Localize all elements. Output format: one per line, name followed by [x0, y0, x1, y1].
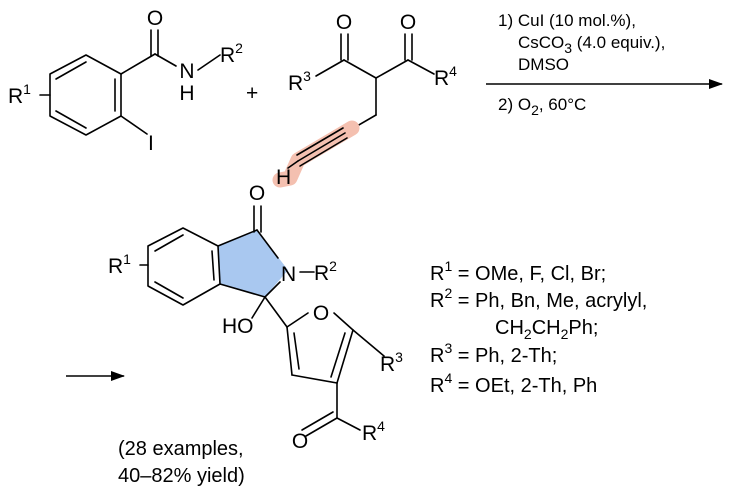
left-carbonyl-oxygen: O	[336, 11, 352, 34]
iodine-atom: I	[148, 132, 154, 155]
bond-alkyne-h	[287, 160, 299, 169]
bond-n-coh	[264, 281, 281, 298]
product-carbonyl-oxygen: O	[249, 182, 265, 205]
bond-coh-ring	[219, 283, 266, 298]
bond-ketone-o-a	[305, 417, 338, 437]
product-r3-label: R3	[380, 349, 403, 376]
r3-label: R3	[288, 68, 311, 95]
right-carbonyl-oxygen: O	[400, 11, 416, 34]
product-benzene-ring	[147, 227, 221, 306]
amide-nitrogen: N	[179, 60, 194, 83]
yield-note-line-2: 40–82% yield)	[118, 465, 245, 487]
amide-hydrogen: H	[179, 82, 194, 105]
yield-note: (28 examples, 40–82% yield)	[118, 438, 245, 487]
triple-bond	[296, 127, 348, 167]
bond-ring-co	[217, 229, 258, 247]
bond-ketone-o-b	[301, 411, 334, 431]
substituent-list: R1 = OMe, F, Cl, Br; R2 = Ph, Bn, Me, ac…	[430, 258, 647, 397]
bond-coh-ho	[251, 296, 266, 319]
substituent-r2-continued: CH2CH2Ph;	[495, 317, 598, 342]
bond-ch-c2	[375, 59, 409, 79]
terminal-alkyne-hydrogen: H	[276, 166, 291, 189]
r4-label: R4	[434, 63, 457, 90]
substituent-r2: R2 = Ph, Bn, Me, acrylyl,	[430, 285, 647, 312]
bond-ketone-r4	[336, 417, 361, 431]
product-r4-label: R4	[362, 418, 385, 445]
bond-ring-iodine	[120, 115, 148, 135]
substituent-r3: R3 = Ph, 2-Th;	[430, 340, 557, 367]
plus-sign: +	[246, 82, 258, 105]
bond-carbonyl-n	[154, 53, 177, 67]
bond-c2-r4	[407, 59, 435, 75]
condition-line-1: 1) CuI (10 mol.%),	[498, 11, 636, 30]
substituent-r4: R4 = OEt, 2-Th, Ph	[430, 370, 597, 397]
reaction-conditions: 1) CuI (10 mol.%), CsCO3 (4.0 equiv.), D…	[486, 11, 723, 118]
condition-line-3: DMSO	[518, 55, 569, 74]
r2-label: R2	[220, 40, 243, 67]
carbonyl-oxygen: O	[147, 7, 163, 30]
lactam-ring-highlight	[218, 230, 288, 297]
product-nitrogen: N	[281, 263, 296, 286]
reactant-alkynyl-diketone: O O R3 R4 H	[272, 11, 457, 189]
bond-c1-ch	[343, 59, 377, 79]
benzene-ring	[49, 54, 122, 136]
product-hydroxyisoindolinone-furan: O N R2 R1 HO O R3 O R4	[108, 182, 403, 453]
product-r1-label: R1	[108, 251, 131, 278]
bond-n-r2	[197, 54, 221, 71]
furan-ring	[264, 296, 354, 384]
condition-line-2: CsCO3 (4.0 equiv.),	[518, 33, 665, 56]
hydroxyl-label: HO	[222, 315, 254, 338]
condition-line-4: 2) O2, 60°C	[498, 95, 586, 118]
bond-r3-c1	[315, 59, 345, 77]
bond-co-n	[256, 229, 279, 259]
ketone-oxygen: O	[292, 430, 308, 453]
substituent-r1: R1 = OMe, F, Cl, Br;	[430, 258, 606, 285]
bond-ring-carbonyl	[120, 53, 156, 75]
furan-oxygen: O	[313, 302, 329, 325]
reactant-iodobenzamide: O N H R2 R1 I	[8, 7, 243, 155]
yield-note-line-1: (28 examples,	[118, 438, 244, 460]
r1-label: R1	[8, 81, 31, 108]
bond-furan-r3	[352, 329, 385, 357]
product-r2-label: R2	[314, 258, 337, 285]
